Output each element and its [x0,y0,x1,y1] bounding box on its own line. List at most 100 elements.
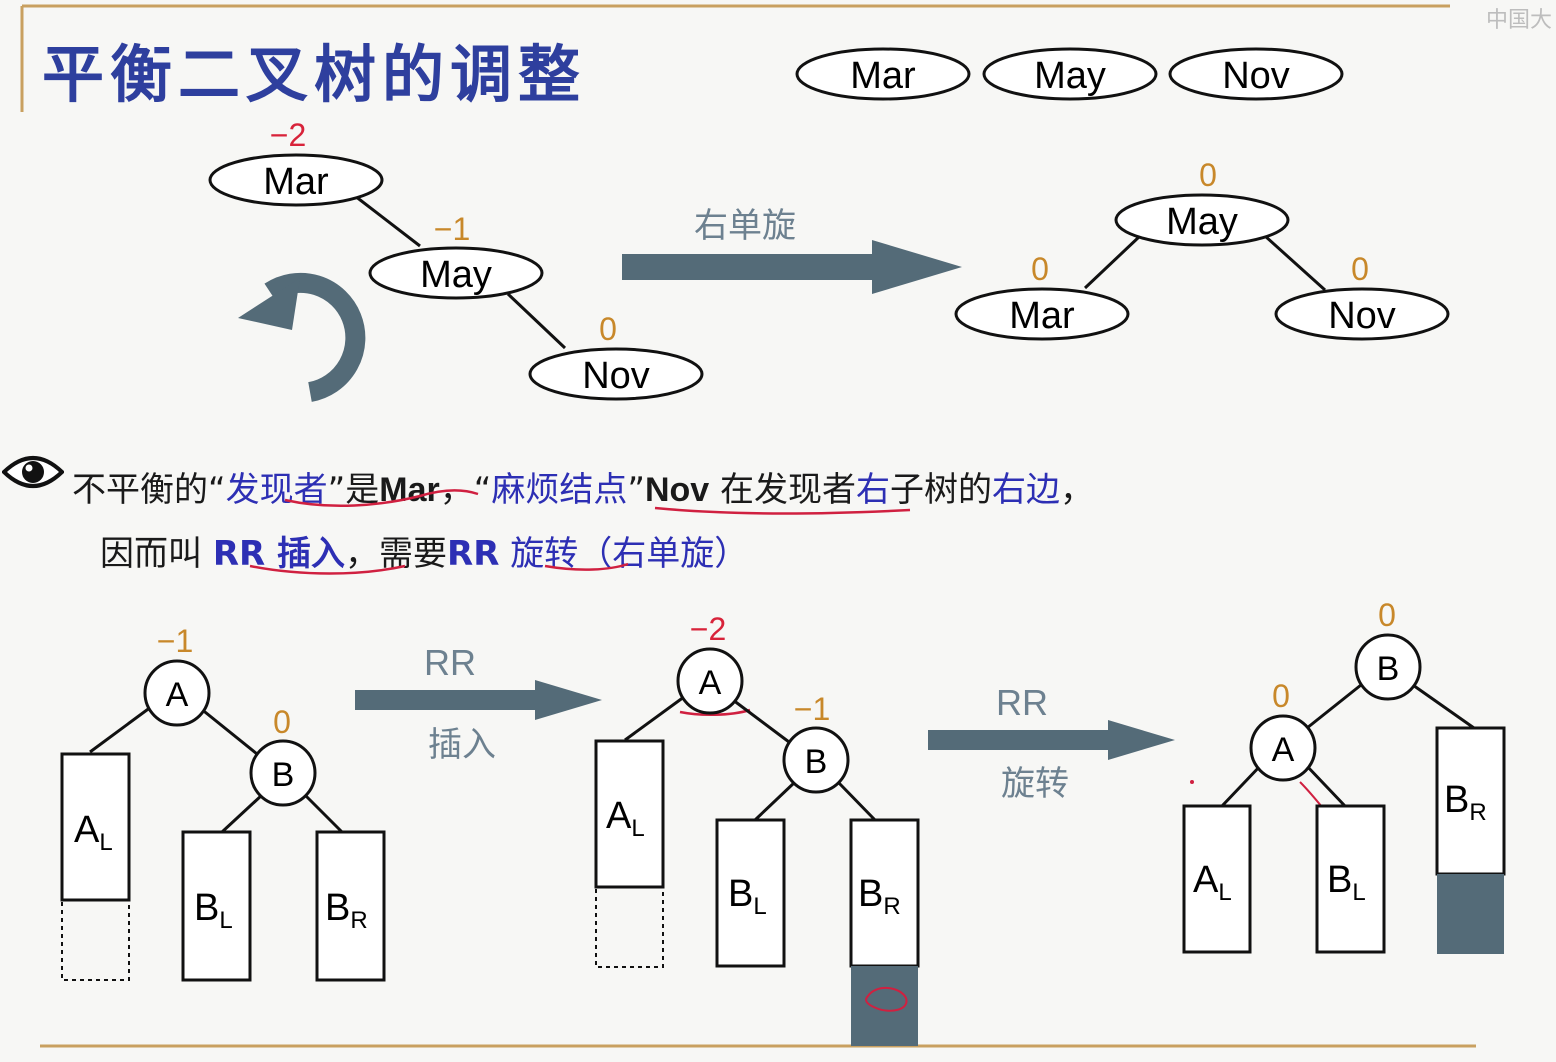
stage3-balance-a: 0 [1272,678,1290,714]
insert-sequence: Mar May Nov [795,47,1344,101]
edge-may-mar [1083,234,1142,290]
text-hence-called: 因而叫 [100,534,213,574]
stage2-node-a [676,647,744,715]
node-mar-label: Mar [263,161,329,203]
stage3-balance-b: 0 [1378,597,1396,633]
explanation-line-1: 不平衡的“发现者”是Mar，“麻烦结点”Nov 在发现者右子树的右边， [72,462,1094,511]
text-right-side: 右边 [992,470,1061,510]
node-mar-after-label: Mar [1009,295,1075,337]
edge-may-nov [506,292,567,350]
sequence-label-2: May [1034,55,1106,97]
arrow2-label-rr: RR [996,682,1048,723]
stage2-label-al: AL [606,795,645,842]
arrow1-label-insert: 插入 [428,725,496,765]
text-close-quote: ” [627,470,645,510]
stage1-subtree-al [60,752,131,902]
rr-insert-arrow [355,680,602,720]
node-nov-after [1274,287,1450,341]
text-unbalanced-prefix: 不平衡的“ [72,470,226,510]
stage2-balance-a: −2 [690,611,726,647]
rr-rotate-arrow [928,720,1175,760]
sequence-label-3: Nov [1222,55,1290,97]
node-may-label: May [420,254,492,296]
stage1-node-a-label: A [166,676,189,714]
example-diagram: Mar −2 May −1 Nov 0 右单旋 May 0 Mar 0 Nov … [208,117,1450,402]
sequence-label-1: Mar [850,55,916,97]
stage-1: A −1 B 0 AL BL BR [60,623,386,982]
stage3-label-al: AL [1193,859,1232,906]
balance-nov: 0 [599,311,617,347]
balance-may-after: 0 [1199,157,1217,193]
stage2-subtree-al [594,739,665,889]
stage2-node-b-label: B [805,743,828,781]
text-at-finder: 在发现者 [709,470,857,510]
stage2-subtree-br [849,818,920,968]
stage2-label-br: BR [858,873,901,920]
stage1-node-b [249,739,317,807]
node-may-after [1114,193,1290,247]
eye-icon [2,456,64,488]
text-rr: RR [447,534,500,574]
node-nov-after-label: Nov [1328,295,1396,337]
arrow1-label-rr: RR [424,642,476,683]
node-nov [528,347,704,401]
stage1-balance-a: −1 [157,623,193,659]
stage1-subtree-br [315,830,386,982]
stage1-label-al: AL [74,809,113,856]
sequence-node-1 [795,47,971,101]
slide-title: 平衡二叉树的调整 [42,38,587,111]
stage1-node-a [143,659,211,727]
stage3-node-b-label: B [1377,650,1400,688]
stage1-label-br: BR [325,887,368,934]
stage3-node-b [1354,633,1422,701]
stage2-subtree-al-placeholder [595,886,664,968]
text-subtree: 子树的 [890,470,993,510]
stage1-balance-b: 0 [273,704,291,740]
rotate-left-icon [238,272,366,402]
stage3-label-bl: BL [1327,859,1366,906]
stage2-balance-b: −1 [794,691,830,727]
balance-may: −1 [434,211,470,247]
stage2-label-bl: BL [728,873,767,920]
stage-3: B 0 A 0 AL BL BR [1182,597,1506,954]
text-trouble-node: 麻烦结点 [491,470,628,510]
stage3-new-node-block [1437,874,1504,954]
stage2-subtree-bl [715,818,786,968]
stage1-node-b-label: B [272,756,295,794]
watermark-logo: 中国大 [1485,8,1552,33]
stage3-subtree-al [1182,804,1252,954]
text-right: 右 [856,470,891,510]
stage3-subtree-br [1435,726,1506,876]
arrow2-label-rotate: 旋转 [1001,764,1069,804]
stage3-subtree-bl [1315,804,1386,954]
balance-mar: −2 [270,117,306,153]
stage1-subtree-bl [181,830,252,982]
stage1-subtree-al-placeholder [61,899,130,981]
text-comma: ， [1060,470,1095,510]
node-mar-after [954,287,1130,341]
right-rotation-arrow [622,240,962,294]
stage3-node-a [1249,714,1317,782]
stage-2: A −2 B −1 AL BL BR [594,611,920,1046]
edge-mar-may [354,194,421,248]
stage3-node-a-label: A [1272,731,1295,769]
node-nov-label: Nov [582,355,650,397]
node-may-after-label: May [1166,201,1238,243]
node-may [368,246,544,300]
stage2-node-a-label: A [699,664,722,702]
stage1-label-bl: BL [194,887,233,934]
sequence-node-3 [1168,47,1344,101]
balance-nov-after: 0 [1351,251,1369,287]
stage2-new-node-block [851,966,918,1046]
node-mar [208,153,384,207]
balance-mar-after: 0 [1031,251,1049,287]
sequence-node-2 [982,47,1158,101]
stage3-label-br: BR [1444,779,1487,826]
edge-may-nov-after [1263,234,1327,292]
arrow-label-right-rotation: 右单旋 [694,206,796,246]
stage2-node-b [782,726,850,794]
text-nov: Nov [644,471,710,509]
